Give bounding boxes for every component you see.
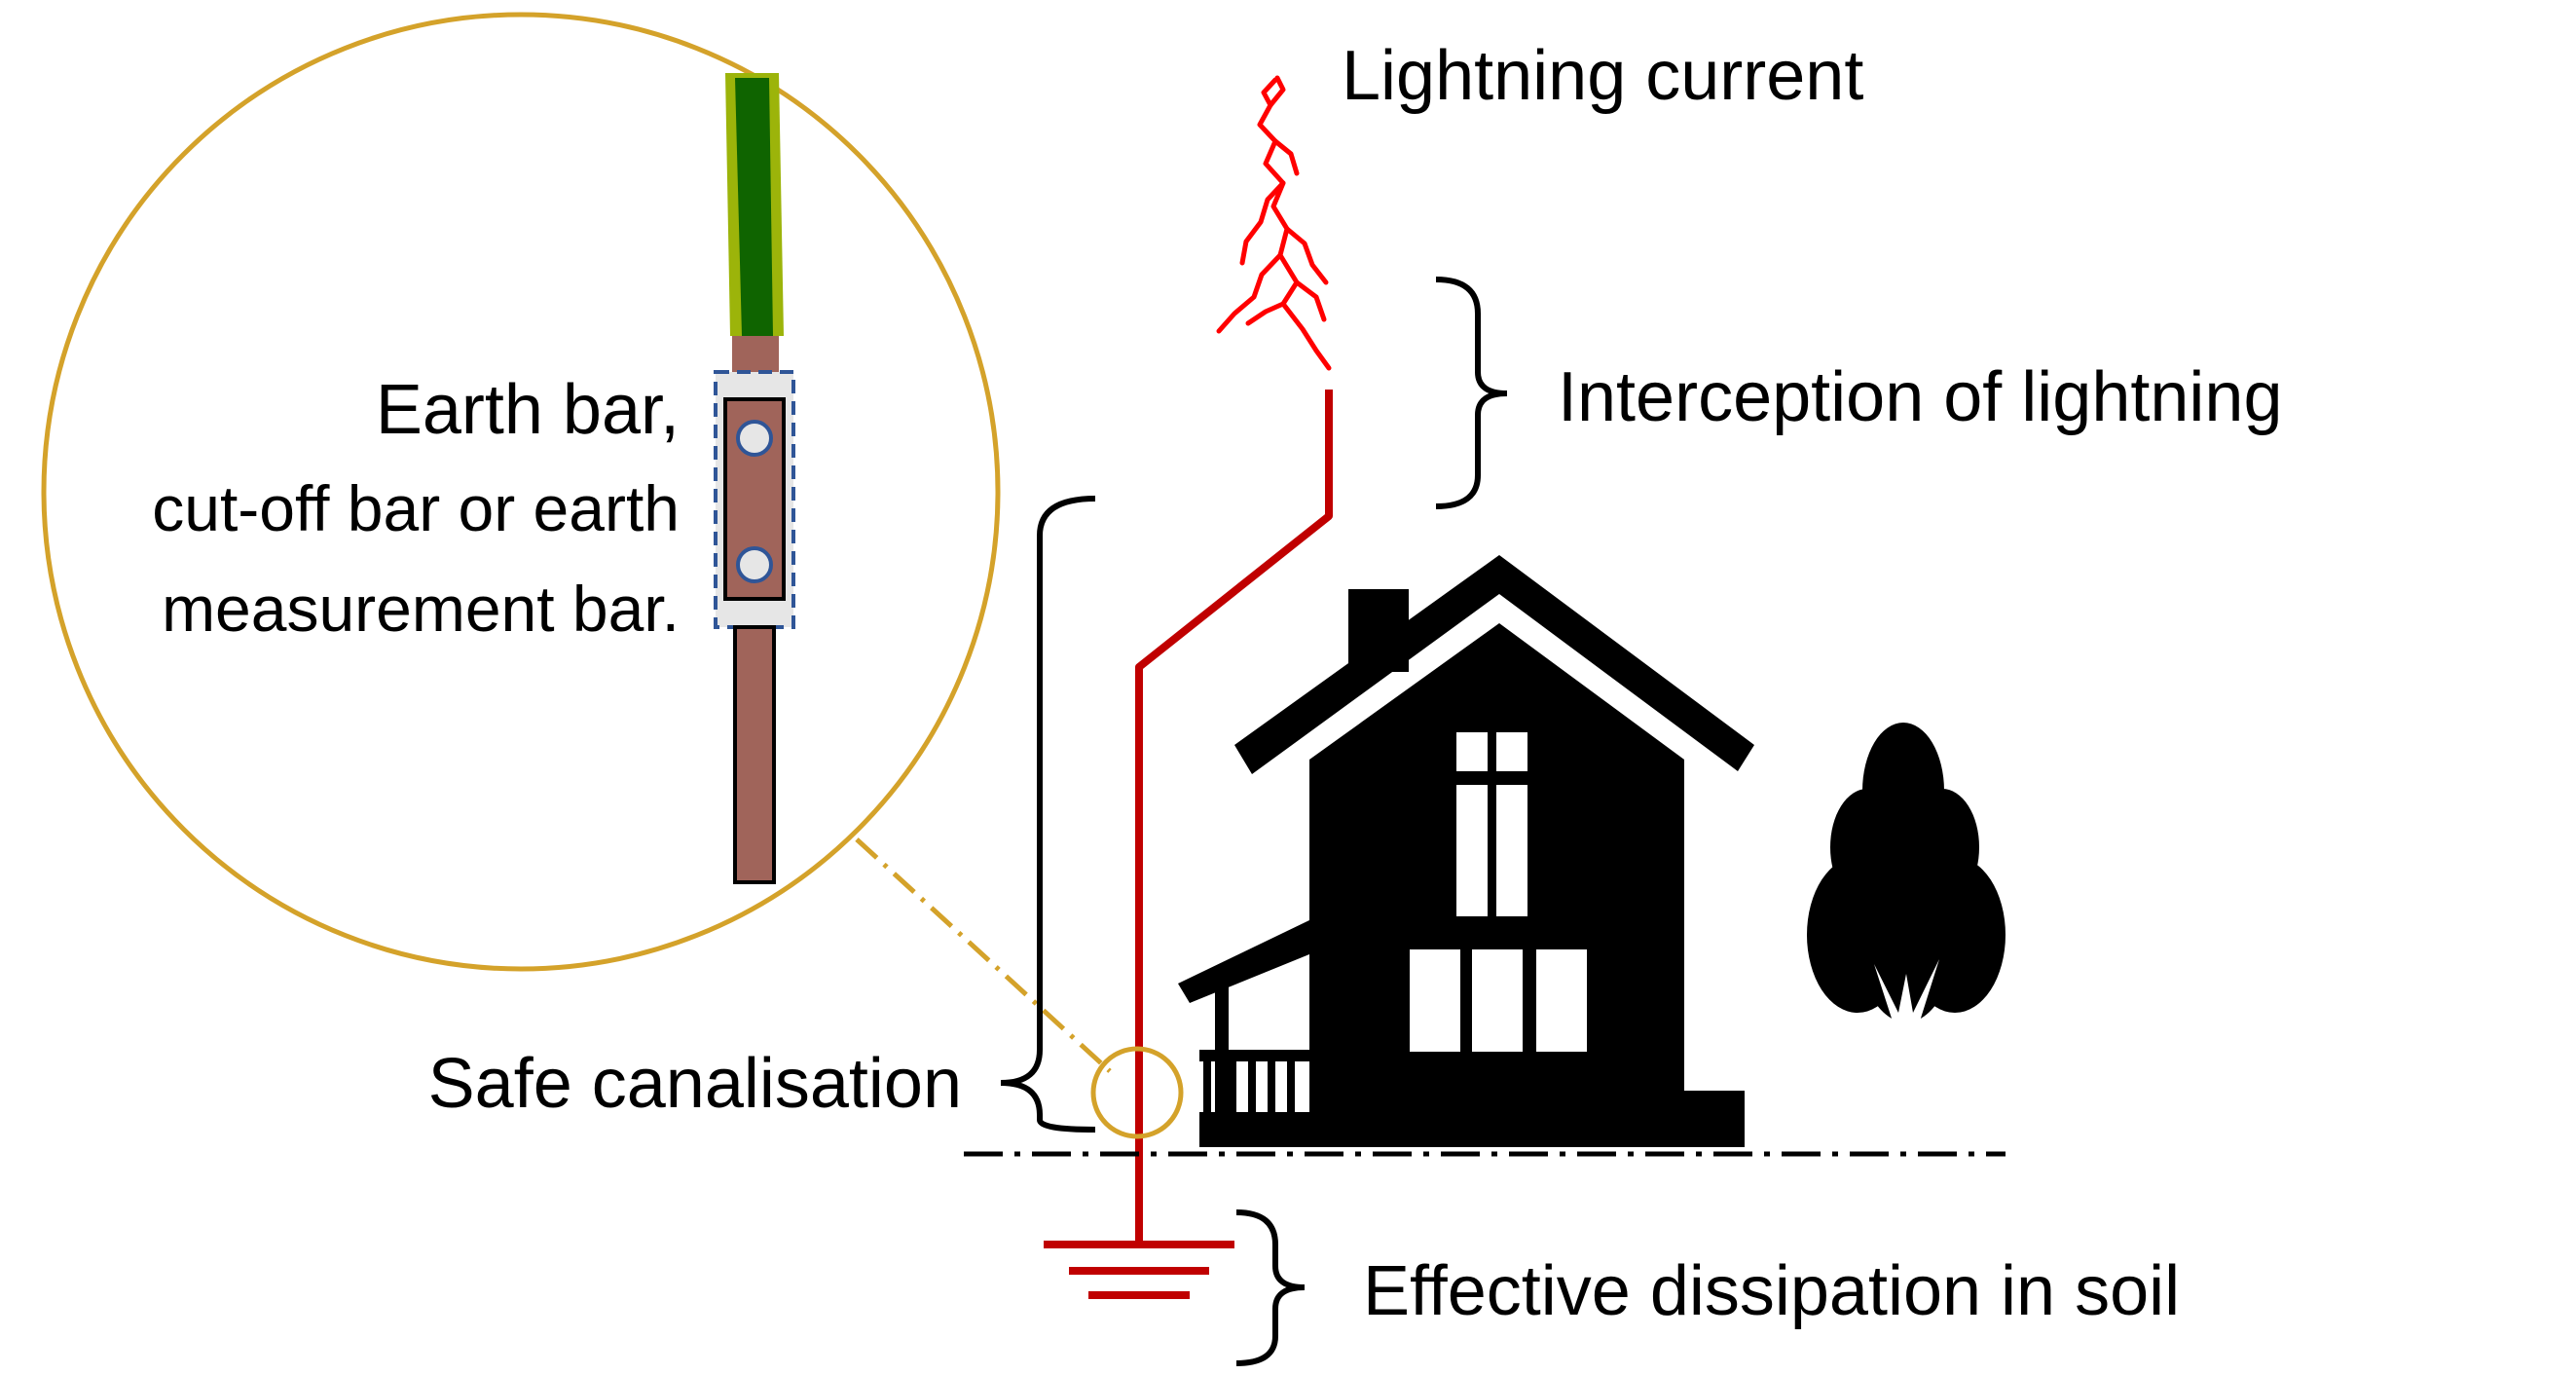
tree-icon	[1807, 723, 2006, 1154]
clamp-bolt-top	[736, 420, 773, 457]
clamp-bolt-bottom	[736, 546, 773, 583]
dissipation-bracket	[1235, 1209, 1306, 1366]
down-conductor	[1135, 390, 1333, 1242]
house-icon	[1178, 555, 1754, 1147]
earth-bar-icon	[714, 336, 795, 884]
safe-canalisation-label: Safe canalisation	[428, 1045, 962, 1123]
ground-symbol-icon	[1044, 1241, 1234, 1299]
magnifier-detail: Earth bar, cut-off bar or earth measurem…	[41, 12, 1001, 972]
lightning-current-label: Lightning current	[1342, 37, 1863, 115]
interception-label: Interception of lightning	[1558, 358, 2283, 436]
earth-cable	[725, 73, 784, 336]
earth-bar-label-line2: cut-off bar or earth	[152, 472, 680, 544]
canalisation-bracket	[1000, 496, 1096, 1133]
test-joint-circle	[1090, 1046, 1184, 1139]
lightning-bolt-icon	[1216, 75, 1332, 371]
magnifier-leader	[855, 837, 1112, 1073]
cable-lug	[732, 336, 779, 373]
earth-rod	[733, 625, 776, 884]
dissipation-label: Effective dissipation in soil	[1363, 1252, 2180, 1330]
earth-bar-label-line3: measurement bar.	[162, 573, 680, 645]
earth-bar-label-line1: Earth bar,	[376, 371, 680, 449]
interception-bracket	[1435, 277, 1508, 509]
